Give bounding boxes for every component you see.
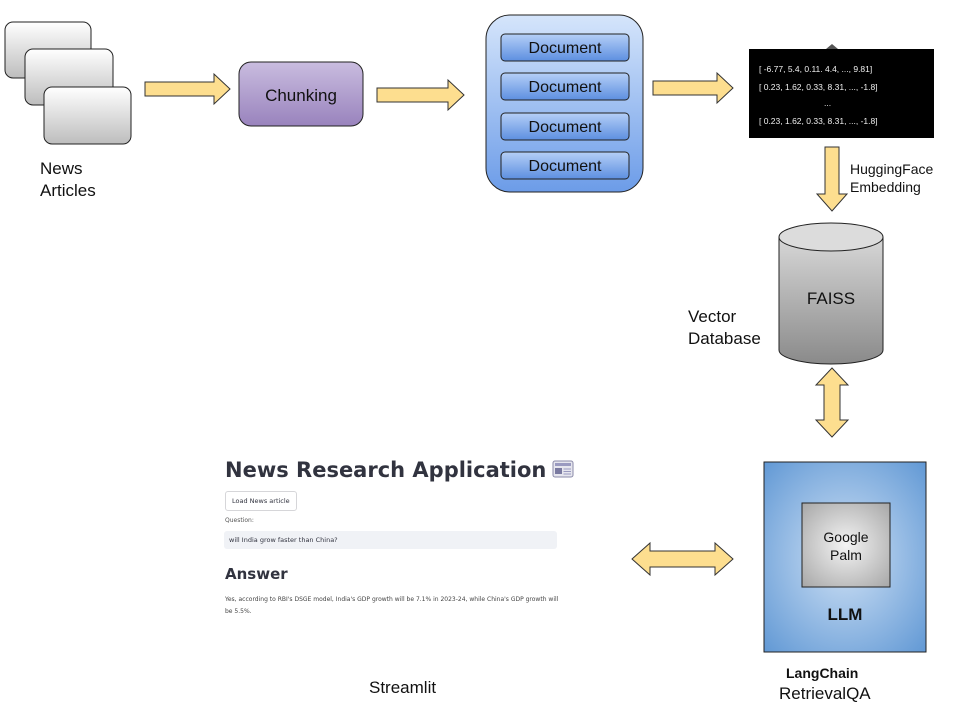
- document-box-1: [500, 33, 630, 62]
- arrow-documents-to-embeddings: [652, 71, 734, 105]
- news-articles-label: News Articles: [40, 158, 96, 202]
- embedding-row-3: [ 0.23, 1.62, 0.33, 8.31, ..., -1.8]: [759, 116, 878, 126]
- document-label-1: Document: [529, 40, 602, 57]
- app-title-text: News Research Application: [225, 458, 547, 482]
- vector-database-label: Vector Database: [688, 306, 761, 350]
- question-input[interactable]: will India grow faster than China?: [224, 531, 557, 549]
- arrow-embeddings-to-faiss: [815, 146, 849, 212]
- google-palm-box: [801, 502, 891, 588]
- document-label-2: Document: [529, 79, 602, 96]
- chunking-box: [238, 61, 364, 127]
- langchain-label: LangChain: [786, 665, 859, 681]
- document-label-4: Document: [529, 158, 602, 175]
- news-articles-label-line2: Articles: [40, 181, 96, 200]
- faiss-label: FAISS: [807, 289, 855, 308]
- embeddings-panel-notch: [826, 44, 838, 49]
- arrow-chunking-to-documents: [376, 78, 465, 112]
- news-articles-label-line1: News: [40, 159, 83, 178]
- answer-text: Yes, according to RBI's DSGE model, Indi…: [225, 596, 559, 615]
- document-label-3: Document: [529, 119, 602, 136]
- document-box-4: [500, 151, 630, 180]
- retrievalqa-label: RetrievalQA: [779, 684, 871, 703]
- question-label: Question:: [225, 517, 254, 524]
- huggingface-embedding-label: HuggingFace Embedding: [850, 160, 933, 196]
- vector-database-line2: Database: [688, 329, 761, 348]
- news-articles-stack: [4, 21, 132, 145]
- google-palm-line2: Palm: [830, 547, 862, 563]
- huggingface-label-line1: HuggingFace: [850, 161, 934, 177]
- load-news-article-button[interactable]: Load News article: [225, 491, 297, 511]
- question-input-value: will India grow faster than China?: [229, 536, 338, 544]
- vector-database-line1: Vector: [688, 307, 737, 326]
- chunking-label: Chunking: [265, 86, 337, 105]
- embedding-row-2: [ 0.23, 1.62, 0.33, 8.31, ..., -1.8]: [759, 82, 878, 92]
- google-palm-line1: Google: [823, 529, 868, 545]
- arrow-articles-to-chunking: [144, 72, 231, 106]
- embedding-row-ellipsis: ...: [824, 98, 831, 108]
- llm-label: LLM: [828, 605, 863, 624]
- huggingface-label-line2: Embedding: [850, 179, 921, 195]
- document-box-3: [500, 112, 630, 141]
- article-page-3: [43, 86, 132, 145]
- answer-heading: Answer: [225, 565, 288, 583]
- faiss-cylinder: [778, 222, 884, 365]
- app-title: News Research Application: [225, 458, 574, 483]
- arrow-streamlit-llm-bidirectional: [631, 541, 734, 577]
- newspaper-icon: [552, 459, 574, 483]
- document-box-2: [500, 72, 630, 101]
- embedding-row-1: [ -6.77, 5.4, 0.11. 4.4, ..., 9.81]: [759, 64, 872, 74]
- embeddings-panel: [749, 49, 934, 138]
- streamlit-caption: Streamlit: [369, 678, 437, 697]
- arrow-faiss-llm-bidirectional: [814, 367, 850, 438]
